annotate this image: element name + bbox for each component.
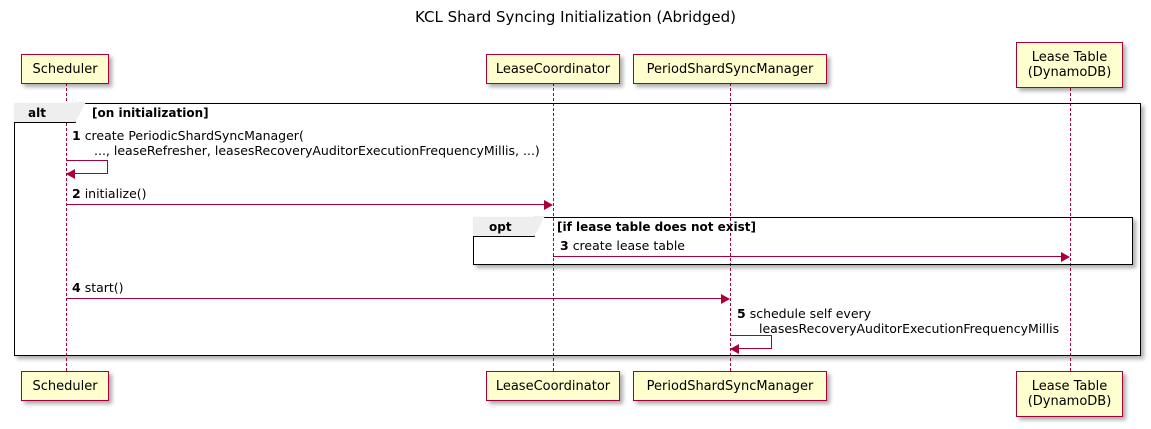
participant-leasetable-bottom[interactable]: Lease Table (DynamoDB): [1016, 371, 1123, 417]
message-4-number: 4: [72, 280, 81, 295]
participant-coordinator-bottom[interactable]: LeaseCoordinator: [486, 371, 620, 401]
lifeline-leasetable: [1070, 88, 1071, 371]
message-4-line: [66, 298, 721, 299]
participant-scheduler-bottom[interactable]: Scheduler: [21, 371, 109, 401]
message-2-number: 2: [72, 186, 81, 201]
participant-syncmanager-label-bottom: PeriodShardSyncManager: [646, 378, 814, 394]
participant-leasetable-label-line1: Lease Table: [1031, 50, 1108, 65]
lifeline-syncmanager: [730, 83, 731, 371]
alt-frame-condition: [on initialization]: [92, 106, 209, 120]
message-1-number: 1: [72, 128, 81, 143]
message-3-text: create lease table: [572, 238, 685, 253]
participant-coordinator-top[interactable]: LeaseCoordinator: [486, 54, 620, 84]
message-3-arrowhead: [1061, 251, 1070, 262]
participant-syncmanager-bottom[interactable]: PeriodShardSyncManager: [633, 371, 827, 401]
message-2-arrowhead: [544, 199, 553, 210]
message-2-text: initialize(): [84, 186, 147, 201]
participant-coordinator-label: LeaseCoordinator: [495, 61, 611, 77]
participant-leasetable-top[interactable]: Lease Table (DynamoDB): [1016, 42, 1123, 88]
message-5-label: 5 schedule self every leasesRecoveryAudi…: [737, 306, 1059, 336]
alt-frame-tab: [14, 101, 86, 123]
participant-scheduler-label: Scheduler: [32, 61, 98, 77]
message-4-label: 4 start(): [72, 280, 124, 295]
message-3-line: [553, 256, 1061, 257]
message-4-text: start(): [84, 280, 124, 295]
message-1-text-line2: ..., leaseRefresher, leasesRecoveryAudit…: [94, 143, 540, 158]
participant-leasetable-label-bottom-line2: (DynamoDB): [1027, 394, 1112, 409]
participant-leasetable-label-bottom-line1: Lease Table: [1031, 379, 1108, 394]
participant-scheduler-label-bottom: Scheduler: [32, 378, 98, 394]
message-3-label: 3 create lease table: [560, 238, 685, 253]
message-5-text-line2: leasesRecoveryAuditorExecutionFrequencyM…: [759, 321, 1060, 336]
message-5-arrowhead: [730, 344, 739, 354]
message-5-number: 5: [737, 306, 746, 321]
page-title: KCL Shard Syncing Initialization (Abridg…: [415, 8, 736, 26]
opt-frame: [473, 217, 1133, 265]
message-2-line: [66, 204, 544, 205]
participant-syncmanager-label: PeriodShardSyncManager: [646, 61, 814, 77]
message-1-label: 1 create PeriodicShardSyncManager( ..., …: [72, 128, 540, 158]
opt-frame-condition: [if lease table does not exist]: [557, 220, 757, 234]
alt-frame: [14, 103, 1141, 356]
message-5-self-loop: [730, 335, 772, 349]
message-4-arrowhead: [721, 293, 730, 304]
alt-frame-keyword: alt: [28, 106, 46, 120]
message-1-text-line1: create PeriodicShardSyncManager(: [84, 128, 304, 143]
participant-leasetable-label-line2: (DynamoDB): [1027, 65, 1112, 80]
participant-syncmanager-top[interactable]: PeriodShardSyncManager: [633, 54, 827, 84]
participant-scheduler-top[interactable]: Scheduler: [21, 54, 109, 84]
opt-frame-keyword: opt: [489, 220, 512, 234]
message-1-arrowhead: [66, 169, 75, 179]
opt-frame-tab: [473, 215, 545, 237]
lifeline-coordinator: [553, 83, 554, 371]
message-1-self-loop: [66, 160, 108, 174]
participant-coordinator-label-bottom: LeaseCoordinator: [495, 378, 611, 394]
message-2-label: 2 initialize(): [72, 186, 147, 201]
lifeline-scheduler: [66, 83, 67, 371]
message-5-text-line1: schedule self every: [749, 306, 872, 321]
message-3-number: 3: [560, 238, 569, 253]
